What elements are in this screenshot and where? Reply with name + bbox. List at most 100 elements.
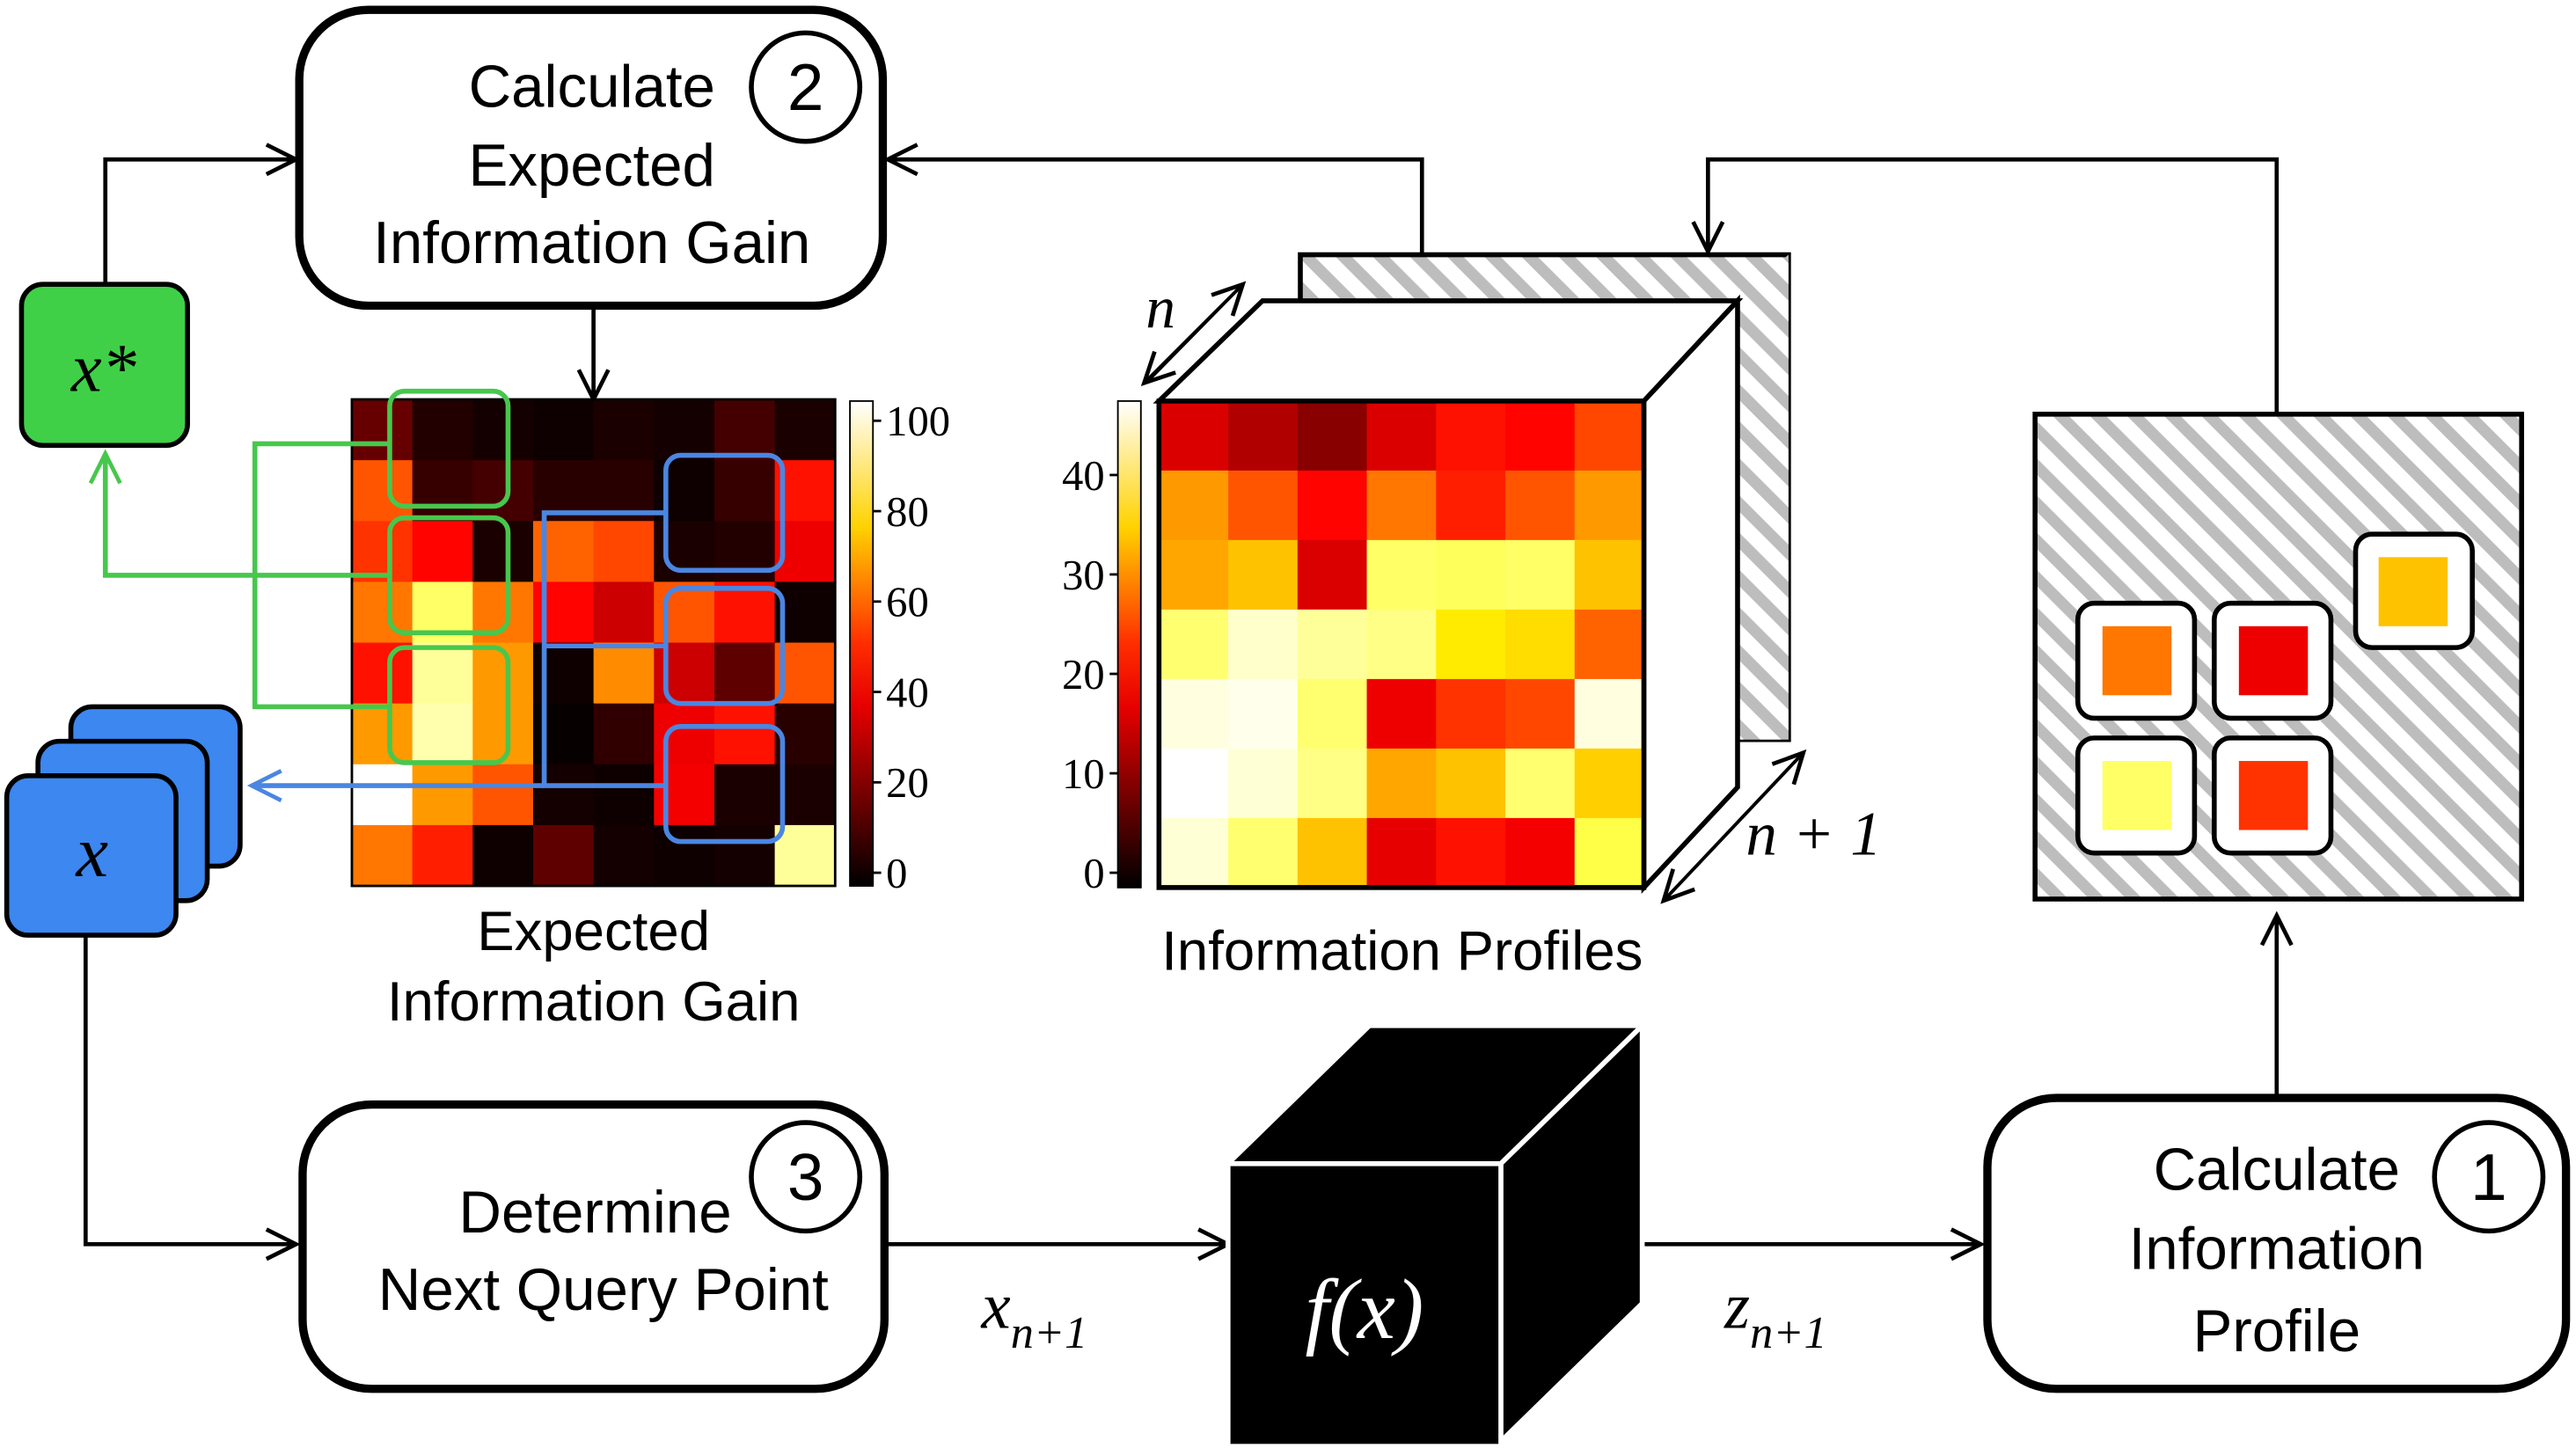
heatmap-cell bbox=[654, 521, 716, 583]
heatmap-cell bbox=[1297, 748, 1368, 820]
heatmap-cell bbox=[1505, 678, 1576, 750]
heatmap-cell bbox=[1436, 748, 1507, 820]
heatmap-cell bbox=[1159, 400, 1230, 472]
arrow-x-to-step3 bbox=[83, 936, 301, 1262]
step3-line-2: Next Query Point bbox=[378, 1257, 829, 1323]
step2-line-2: Expected bbox=[469, 133, 715, 199]
blue-selection-group bbox=[246, 452, 786, 845]
step1-number-circle bbox=[2432, 1120, 2546, 1234]
panel-color-square bbox=[2102, 761, 2172, 830]
heatmap-cell bbox=[593, 399, 655, 462]
step1-line-2: Information bbox=[2129, 1216, 2425, 1282]
heatmap-cell bbox=[1505, 748, 1576, 820]
heatmap-cell bbox=[1574, 748, 1645, 820]
heatmap-cell bbox=[593, 642, 655, 705]
heatmap-cell bbox=[1505, 817, 1576, 889]
heatmap-cell bbox=[654, 824, 716, 888]
heatmap-cell bbox=[1366, 609, 1438, 681]
heatmap-cell bbox=[1436, 470, 1507, 542]
arrow-profiles-to-step2 bbox=[882, 143, 1424, 259]
panel-color-square bbox=[2102, 625, 2172, 696]
heatmap-cell bbox=[1366, 817, 1438, 889]
heatmap-cell bbox=[1505, 539, 1576, 611]
heatmap-cell bbox=[412, 460, 474, 523]
heatmap-cell bbox=[1366, 539, 1438, 611]
heatmap-cell bbox=[1159, 539, 1230, 611]
heatmap-cell bbox=[351, 399, 413, 462]
heatmap-cell bbox=[1366, 748, 1438, 820]
heatmap-cell bbox=[593, 764, 655, 827]
heatmap-cell bbox=[1159, 470, 1230, 542]
heatmap-cell bbox=[1574, 400, 1645, 472]
colorbar-tick-label: 80 bbox=[886, 488, 929, 536]
colorbar-tick-label: 10 bbox=[1062, 750, 1105, 798]
colorbar-tick-label: 20 bbox=[886, 759, 929, 807]
heatmap-cell bbox=[1228, 748, 1299, 820]
profiles-cube-side bbox=[1641, 294, 1740, 895]
heatmap-cell bbox=[351, 703, 413, 765]
heatmap-cell bbox=[1366, 470, 1438, 542]
colorbar-tick-label: 0 bbox=[886, 850, 907, 897]
profiles-caption: Information Profiles bbox=[1161, 919, 1643, 982]
heatmap-cell bbox=[714, 460, 776, 523]
information-profile-panel bbox=[2032, 412, 2524, 902]
step1-number: 1 bbox=[2470, 1140, 2507, 1214]
heatmap-cell bbox=[1228, 400, 1299, 472]
eig-heatmap bbox=[350, 398, 837, 888]
heatmap-cell bbox=[654, 764, 716, 827]
heatmap-cell bbox=[714, 824, 776, 888]
heatmap-cell bbox=[1159, 817, 1230, 889]
heatmap-cell bbox=[593, 703, 655, 765]
heatmap-cell bbox=[774, 399, 837, 462]
heatmap-cell bbox=[532, 824, 595, 888]
depth-label-n: n bbox=[1145, 274, 1175, 340]
heatmap-cell bbox=[654, 642, 716, 705]
colorbar-tick-label: 40 bbox=[1062, 452, 1105, 500]
colorbar-tick-label: 0 bbox=[1083, 850, 1104, 897]
heatmap-cell bbox=[1574, 817, 1645, 889]
xstar-box: x* bbox=[18, 282, 190, 449]
eig-caption-line-1: Expected bbox=[477, 900, 710, 962]
heatmap-cell bbox=[351, 521, 413, 583]
heatmap-cell bbox=[1574, 539, 1645, 611]
heatmap-cell bbox=[654, 703, 716, 765]
heatmap-cell bbox=[1159, 678, 1230, 750]
heatmap-cell bbox=[654, 399, 716, 462]
step2-number: 2 bbox=[787, 50, 824, 124]
heatmap-cell bbox=[1505, 609, 1576, 681]
heatmap-cell bbox=[532, 399, 595, 462]
heatmap-cell bbox=[714, 399, 776, 462]
step2-line-3: Information Gain bbox=[373, 210, 810, 276]
heatmap-cell bbox=[714, 703, 776, 765]
arrow-panel-to-profiles bbox=[1691, 157, 2280, 414]
arrow-xstar-to-step2 bbox=[103, 143, 301, 283]
heatmap-cell bbox=[1159, 609, 1230, 681]
x-stack: ⋰ x bbox=[4, 704, 243, 938]
x-label: x bbox=[76, 812, 108, 892]
step3-number: 3 bbox=[787, 1140, 824, 1214]
heatmap-cell bbox=[1505, 470, 1576, 542]
green-selection-group bbox=[88, 388, 511, 765]
heatmap-cell bbox=[351, 642, 413, 705]
heatmap-cell bbox=[351, 460, 413, 523]
heatmap-cell bbox=[412, 399, 474, 462]
heatmap-cell bbox=[351, 824, 413, 888]
step2-line-1: Calculate bbox=[469, 54, 715, 120]
x-next-label: xn+1 bbox=[981, 1270, 1088, 1358]
heatmap-cell bbox=[351, 764, 413, 827]
heatmap-cell bbox=[714, 642, 776, 705]
green-select-box-1 bbox=[387, 388, 511, 509]
heatmap-cell bbox=[412, 521, 474, 583]
heatmap-cell bbox=[412, 764, 474, 827]
colorbar-tick-label: 60 bbox=[886, 579, 929, 626]
panel-color-square bbox=[2238, 625, 2309, 696]
heatmap-cell bbox=[1436, 678, 1507, 750]
connector-arrows bbox=[83, 143, 2294, 1262]
heatmap-cell bbox=[412, 642, 474, 705]
heatmap-cell bbox=[714, 764, 776, 827]
heatmap-cell bbox=[1228, 539, 1299, 611]
step3-box: Determine Next Query Point 3 bbox=[298, 1100, 889, 1393]
heatmap-cell bbox=[1228, 470, 1299, 542]
